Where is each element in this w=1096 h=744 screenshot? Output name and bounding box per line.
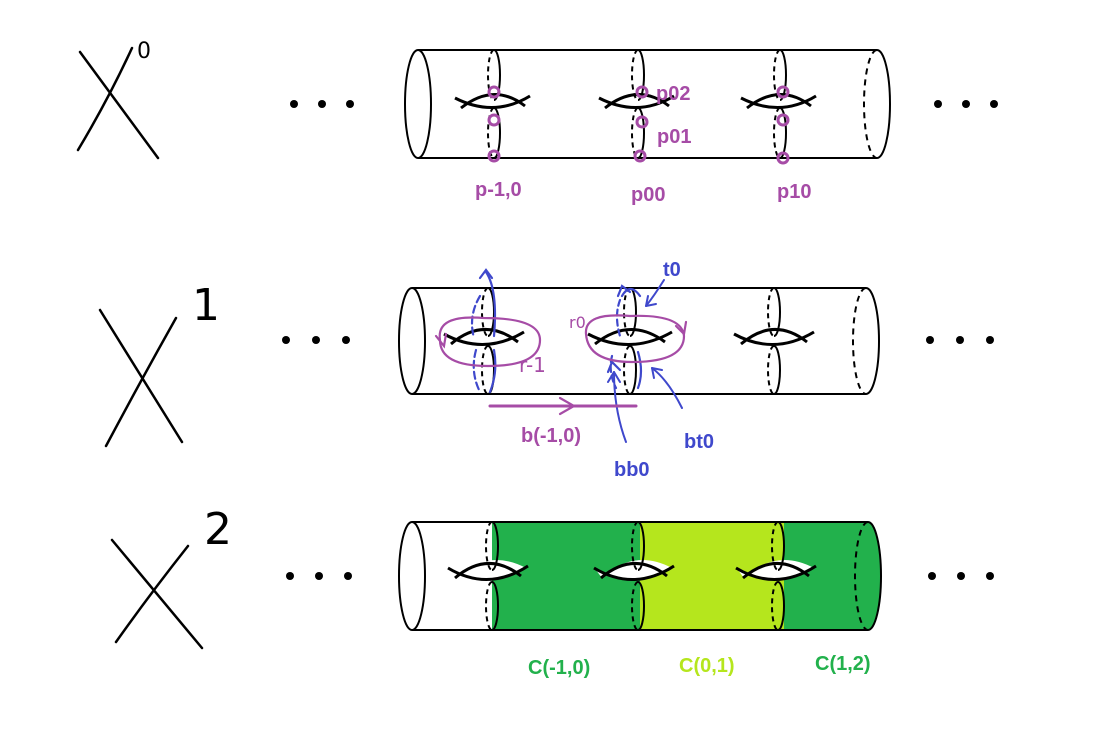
label-p02: p02 — [656, 83, 690, 105]
meridians-1 — [481, 287, 781, 395]
ellipsis-left-0 — [290, 100, 354, 108]
label-r-1: r-1 — [519, 353, 546, 377]
label-p10: p10 — [777, 181, 811, 203]
space-x-0 — [76, 46, 160, 160]
space-x-2 — [110, 538, 204, 650]
row-0: 0 p- — [76, 39, 998, 206]
label-p01: p01 — [657, 126, 691, 148]
label-c-1-0: C(-1,0) — [528, 657, 590, 679]
superscript-0: 0 — [137, 39, 151, 64]
superscript-1: 1 — [192, 280, 220, 331]
space-x-1 — [98, 308, 184, 448]
label-p00: p00 — [631, 184, 665, 206]
holes-2 — [447, 560, 817, 581]
blue-arrows-1 — [607, 279, 683, 443]
region-c-1-0 — [492, 522, 640, 630]
meridians-0 — [487, 49, 787, 159]
purple-loops-1 — [434, 314, 688, 416]
superscript-2: 2 — [204, 504, 232, 555]
label-bt0: bt0 — [684, 431, 714, 453]
cylinder-0 — [404, 49, 891, 159]
label-c-1-2: C(1,2) — [815, 653, 871, 675]
label-c-0-1: C(0,1) — [679, 655, 735, 677]
ellipsis-right-1 — [926, 336, 994, 344]
region-c-0-1 — [640, 522, 784, 630]
row-2: 2 — [110, 504, 994, 679]
label-p-1-0: p-1,0 — [475, 179, 522, 201]
meridians-2 — [485, 521, 785, 631]
label-b-1-0: b(-1,0) — [521, 425, 581, 447]
label-t0: t0 — [663, 259, 681, 281]
ellipsis-right-0 — [934, 100, 998, 108]
row-1: 1 — [98, 259, 994, 481]
ellipsis-left-1 — [282, 336, 350, 344]
region-c-1-2 — [784, 522, 881, 630]
points-0 — [487, 85, 790, 165]
label-r0: r0 — [569, 313, 586, 332]
ellipsis-left-2 — [286, 572, 352, 580]
label-bb0: bb0 — [614, 459, 650, 481]
ellipsis-right-2 — [928, 572, 994, 580]
holes-1 — [443, 328, 815, 346]
